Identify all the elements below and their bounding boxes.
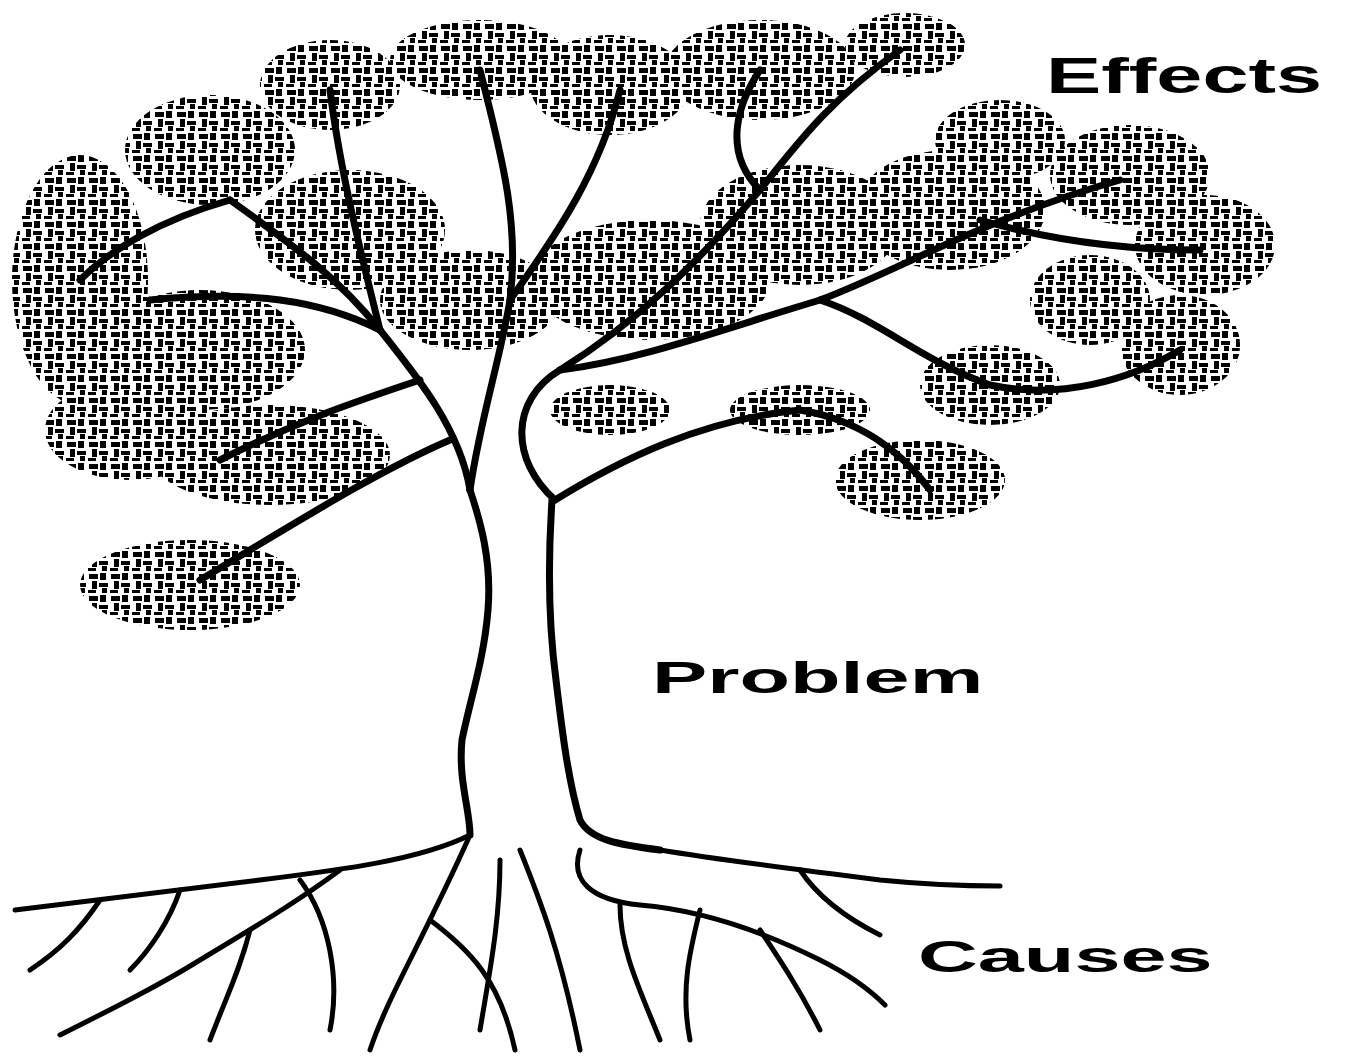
roots [15,835,1000,1050]
trunk [461,490,660,850]
branches [80,50,1200,580]
tree-part-label: Causes [918,934,1213,979]
tree-part-label: Effects [1046,50,1322,101]
tree-part-label: Problem [652,655,983,700]
foliage [12,13,1275,630]
